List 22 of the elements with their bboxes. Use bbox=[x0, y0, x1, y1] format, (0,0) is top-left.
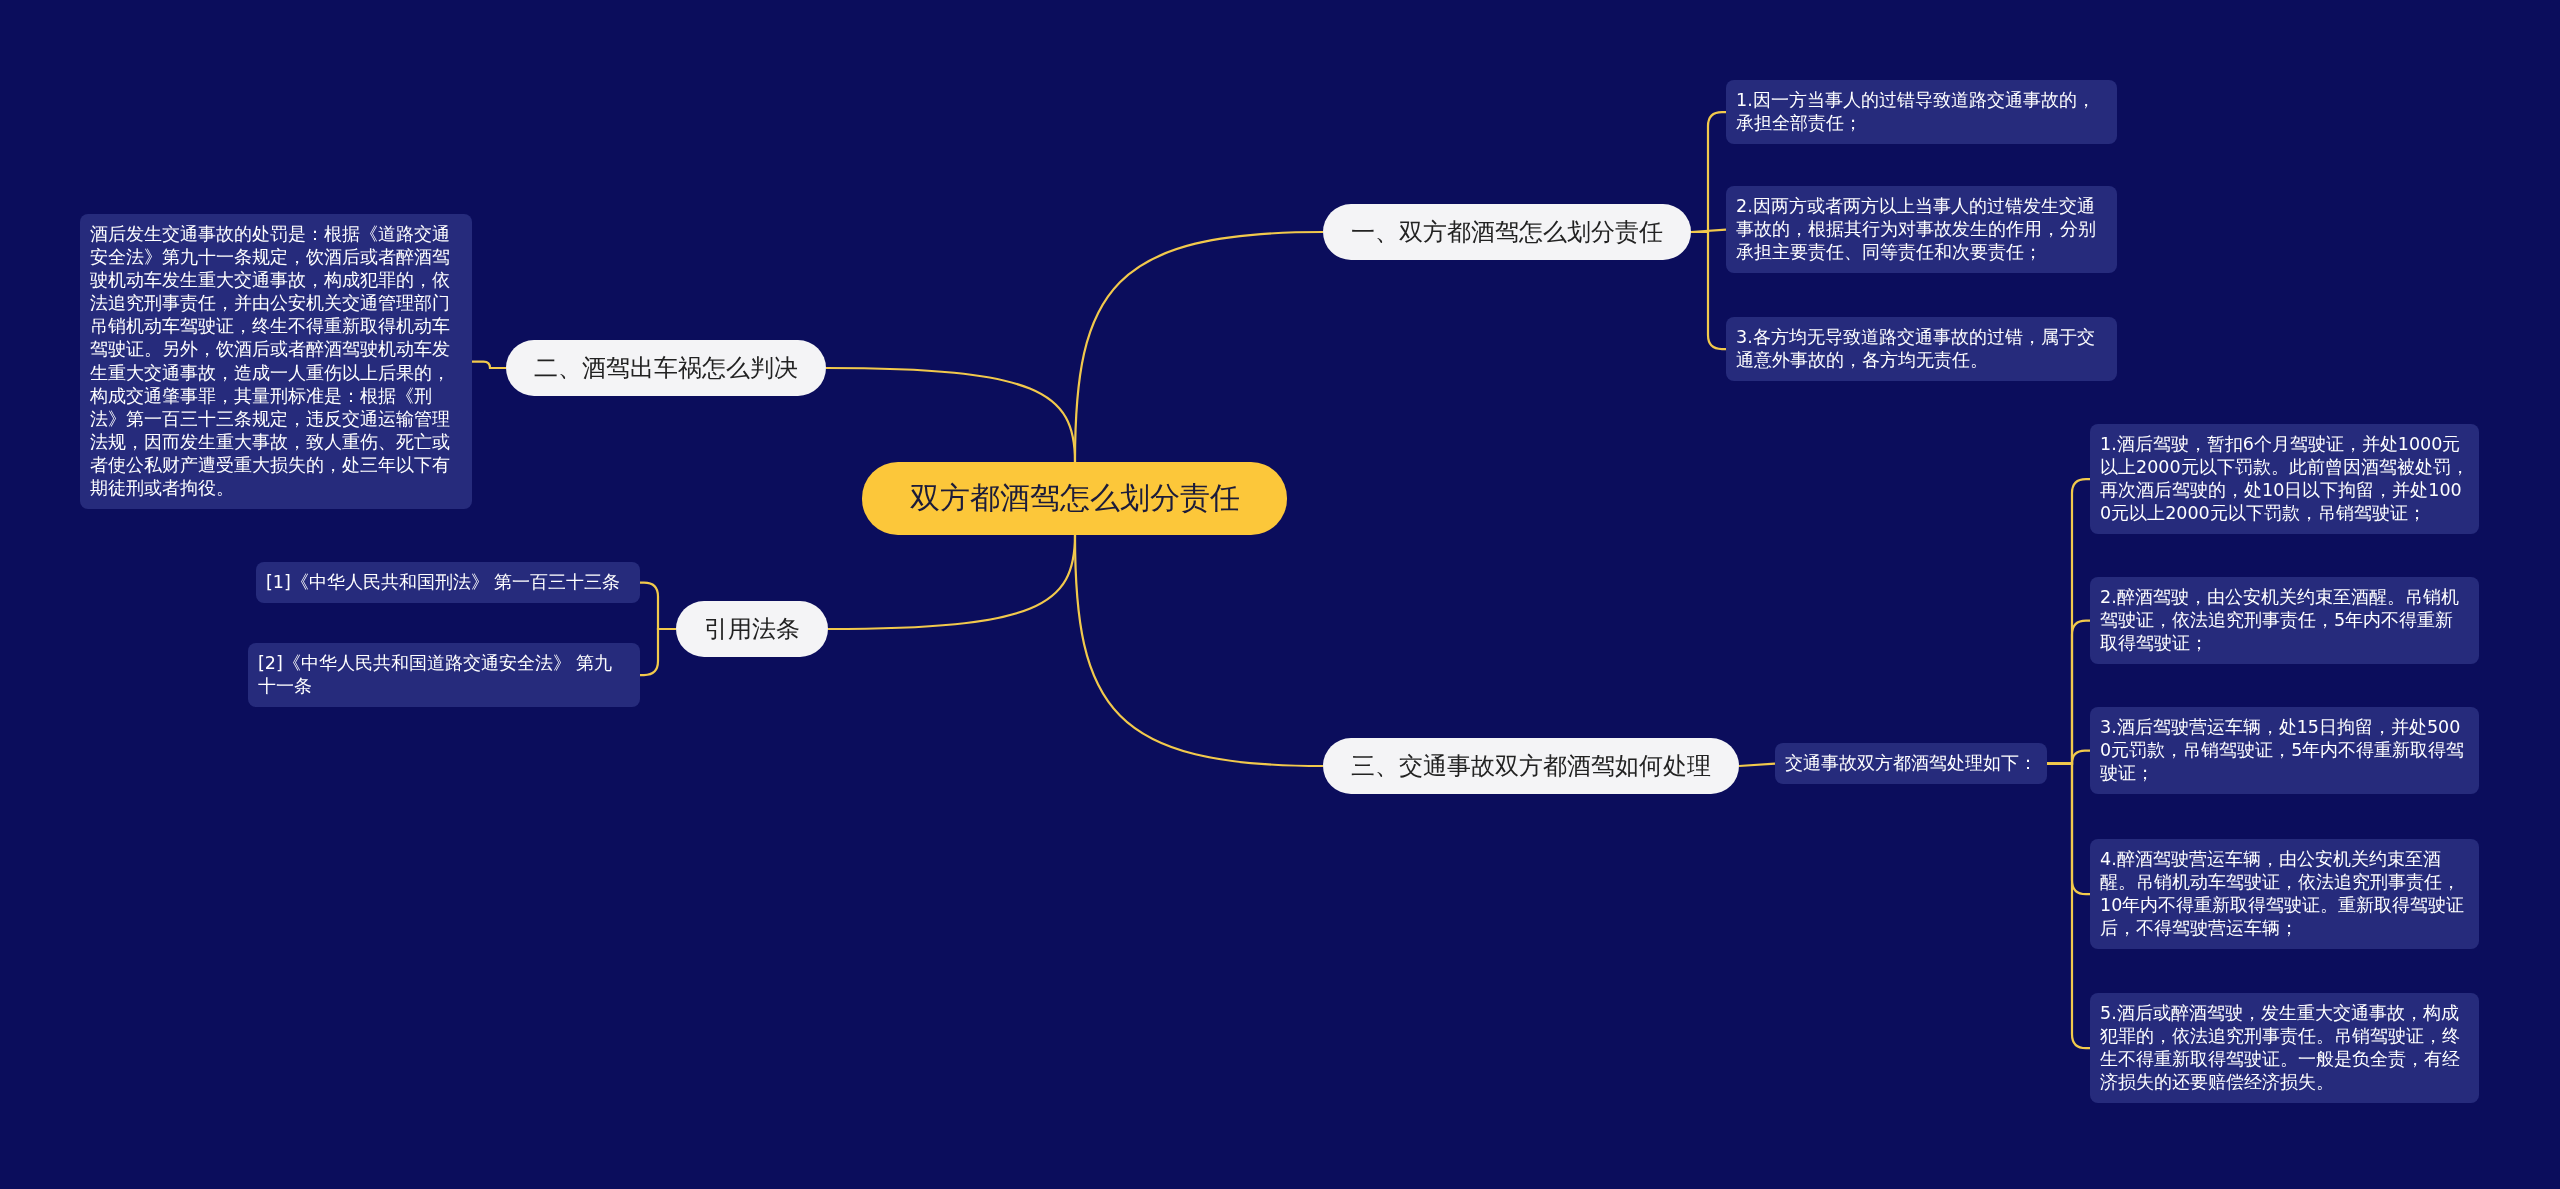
text-card: 5.酒后或醉酒驾驶，发生重大交通事故，构成犯罪的，依法追究刑事责任。吊销驾驶证，终生不得重新取得驾驶证。一般是负全责，有经济损失的还要赔偿经济损失。 bbox=[2090, 993, 2479, 1104]
topic-box: 引用法条 bbox=[676, 601, 828, 657]
text-card: 2.醉酒驾驶，由公安机关约束至酒醒。吊销机驾驶证，依法追究刑事责任，5年内不得重新取得驾驶证； bbox=[2090, 577, 2479, 665]
text-card: 1.酒后驾驶，暂扣6个月驾驶证，并处1000元以上2000元以下罚款。此前曾因酒驾被处罚，再次酒后驾驶的，处10日以下拘留，并处1000元以上2000元以下罚款，吊销驾驶证； bbox=[2090, 424, 2479, 535]
connector-line bbox=[826, 366, 1077, 463]
topic-box: 二、酒驾出车祸怎么判决 bbox=[506, 340, 826, 396]
text-card: [1]《中华人民共和国刑法》 第一百三十三条 bbox=[256, 562, 640, 604]
text-card: 酒后发生交通事故的处罚是：根据《道路交通安全法》第九十一条规定，饮酒后或者醉酒驾驶机动车发生重大交通事故，构成犯罪的，依法追究刑事责任，并由公安机关交通管理部门吊销机动车驾驶证，终生不得重新取得机动车驾驶证。另外，饮酒后或者醉酒驾驶机动车发生重大交通事故，造成一人重伤以上后果的，构成交通肇事罪，其量刑标准是：根据《刑法》第一百三十三条规定，违反交通运输管理法规，因而发生重大事故，致人重伤、死亡或者使公私财产遭受重大损失的，处三年以下有期徒刑或者拘役。 bbox=[80, 214, 472, 510]
text-card: 3.各方均无导致道路交通事故的过错，属于交通意外事故的，各方均无责任。 bbox=[1726, 317, 2117, 382]
connector-line bbox=[1073, 534, 1324, 768]
connector-line bbox=[1738, 762, 1776, 768]
text-card: 交通事故双方都酒驾处理如下： bbox=[1775, 743, 2047, 785]
text-card: 2.因两方或者两方以上当事人的过错发生交通事故的，根据其行为对事故发生的作用，分别承担主要责任、同等责任和次要责任； bbox=[1726, 186, 2117, 274]
connector-line bbox=[472, 360, 506, 370]
text-card: 4.醉酒驾驶营运车辆，由公安机关约束至酒醒。吊销机动车驾驶证，依法追究刑事责任，10年内不得重新取得驾驶证。重新取得驾驶证后，不得驾驶营运车辆； bbox=[2090, 839, 2479, 950]
text-card: 3.酒后驾驶营运车辆，处15日拘留，并处5000元罚款，吊销驾驶证，5年内不得重新取得驾驶证； bbox=[2090, 707, 2479, 795]
topic-box: 一、双方都酒驾怎么划分责任 bbox=[1323, 204, 1691, 260]
central-topic: 双方都酒驾怎么划分责任 bbox=[862, 462, 1287, 535]
text-card: [2]《中华人民共和国道路交通安全法》 第九十一条 bbox=[248, 643, 640, 708]
topic-box: 三、交通事故双方都酒驾如何处理 bbox=[1323, 738, 1739, 794]
connector-line bbox=[640, 627, 676, 677]
text-card: 1.因一方当事人的过错导致道路交通事故的，承担全部责任； bbox=[1726, 80, 2117, 145]
